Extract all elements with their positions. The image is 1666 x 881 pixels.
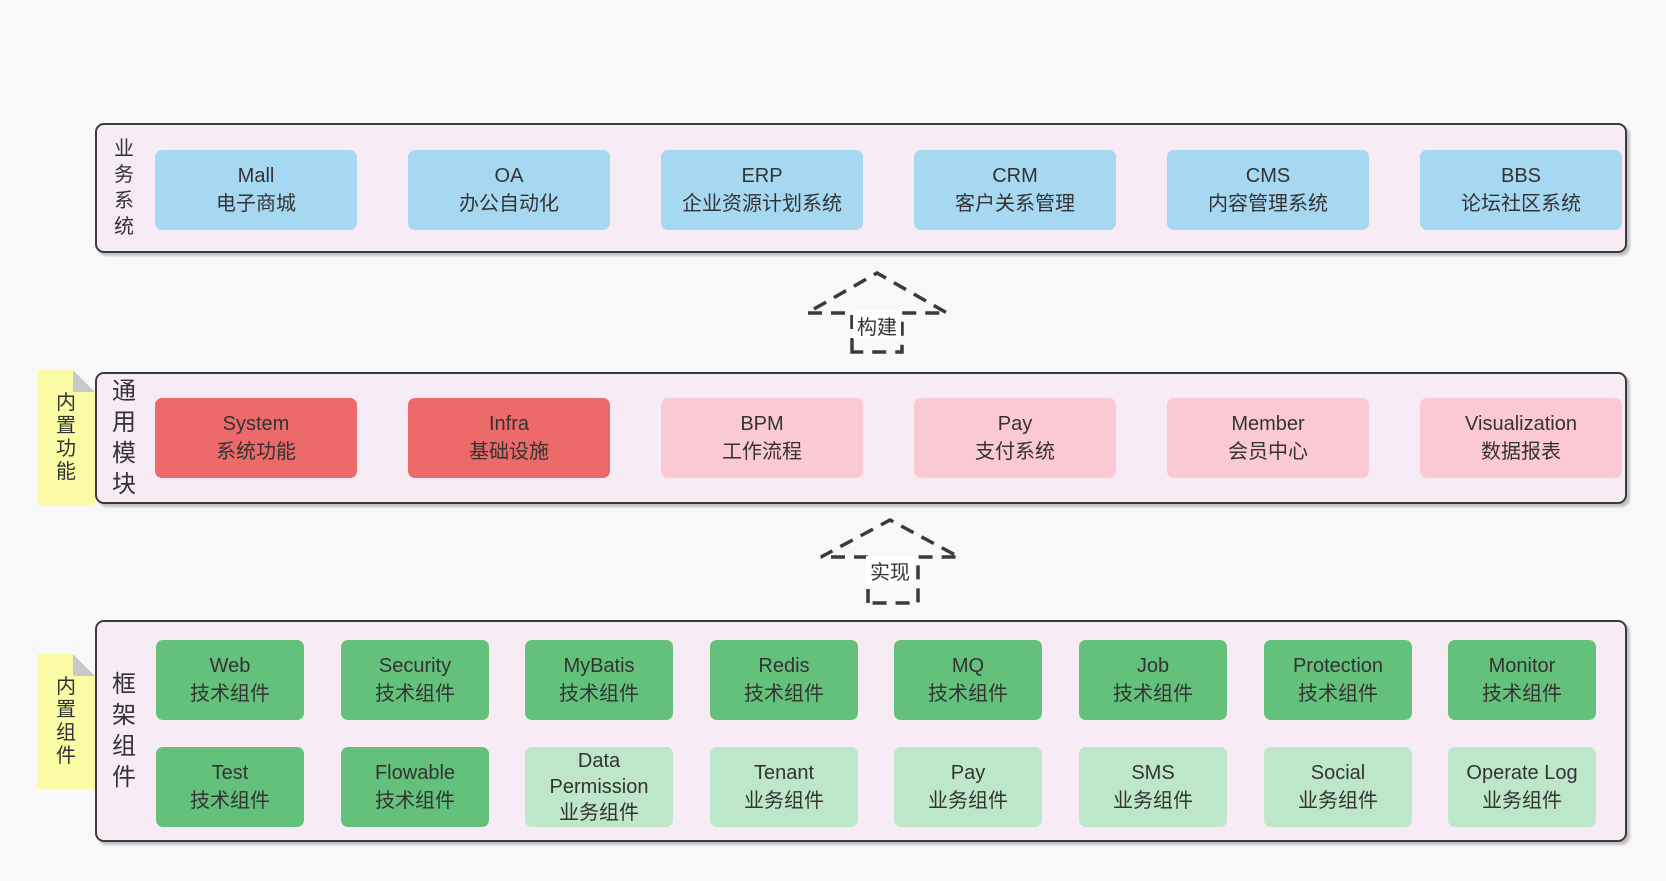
node-monitor: Monitor 技术组件: [1448, 640, 1596, 720]
node-flowable: Flowable 技术组件: [341, 747, 489, 827]
sticky-note-builtin-components: 内置组件: [37, 654, 95, 789]
node-visualization: Visualization 数据报表: [1420, 398, 1622, 478]
arrow-implement-label: 实现: [866, 556, 914, 584]
node-tenant: Tenant 业务组件: [710, 747, 858, 827]
node-bbs: BBS 论坛社区系统: [1420, 150, 1622, 230]
band-title-common-modules: 通用模块: [112, 378, 136, 498]
node-protection: Protection 技术组件: [1264, 640, 1412, 720]
node-oa: OA 办公自动化: [408, 150, 610, 230]
node-pay: Pay 支付系统: [914, 398, 1116, 478]
node-security: Security 技术组件: [341, 640, 489, 720]
node-test: Test 技术组件: [156, 747, 304, 827]
node-member: Member 会员中心: [1167, 398, 1369, 478]
node-mq: MQ 技术组件: [894, 640, 1042, 720]
sticky-note-text: 内置功能: [56, 391, 76, 483]
node-system: System 系统功能: [155, 398, 357, 478]
node-bpm: BPM 工作流程: [661, 398, 863, 478]
node-sms: SMS 业务组件: [1079, 747, 1227, 827]
node-social: Social 业务组件: [1264, 747, 1412, 827]
node-erp: ERP 企业资源计划系统: [661, 150, 863, 230]
band-title-framework-components: 框架组件: [112, 671, 136, 791]
arrow-build: [800, 270, 954, 354]
arrow-build-label: 构建: [853, 311, 901, 339]
band-common-modules: 通用模块 System 系统功能 Infra 基础设施 BPM 工作流程 Pay…: [95, 372, 1627, 504]
band-business-systems: 业务系统 Mall 电子商城 OA 办公自动化 ERP 企业资源计划系统 CRM…: [95, 123, 1627, 253]
sticky-note-builtin-features: 内置功能: [37, 370, 95, 505]
node-redis: Redis 技术组件: [710, 640, 858, 720]
band-title-business-systems: 业务系统: [114, 138, 134, 238]
node-pay-component: Pay 业务组件: [894, 747, 1042, 827]
node-mall: Mall 电子商城: [155, 150, 357, 230]
node-web: Web 技术组件: [156, 640, 304, 720]
sticky-note-text: 内置组件: [56, 675, 76, 767]
band-framework-components: 框架组件 Web 技术组件 Security 技术组件 MyBatis 技术组件…: [95, 620, 1627, 842]
node-infra: Infra 基础设施: [408, 398, 610, 478]
node-operate-log: Operate Log 业务组件: [1448, 747, 1596, 827]
node-crm: CRM 客户关系管理: [914, 150, 1116, 230]
node-job: Job 技术组件: [1079, 640, 1227, 720]
arrow-implement: [820, 518, 960, 605]
node-mybatis: MyBatis 技术组件: [525, 640, 673, 720]
node-data-permission: Data Permission 业务组件: [525, 747, 673, 827]
node-cms: CMS 内容管理系统: [1167, 150, 1369, 230]
